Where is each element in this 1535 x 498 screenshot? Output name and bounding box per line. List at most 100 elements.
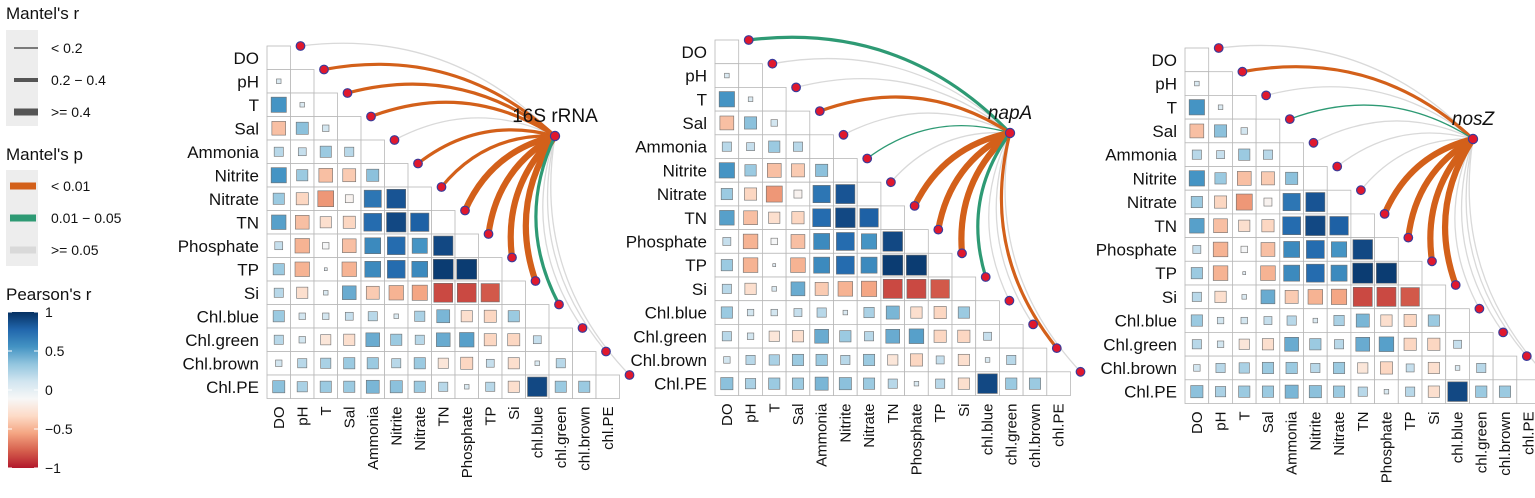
correlation-square <box>1309 338 1322 351</box>
grid-cell <box>1350 213 1376 238</box>
mantel-link <box>866 124 1011 160</box>
grid-cell <box>595 374 620 399</box>
correlation-square <box>386 188 407 209</box>
row-label: Chl.PE <box>1124 383 1177 402</box>
variable-node <box>1213 43 1224 53</box>
grid-cell <box>384 163 409 188</box>
correlation-square <box>1028 377 1041 390</box>
correlation-square <box>1213 218 1228 233</box>
mantel-link <box>795 78 1011 134</box>
correlation-square <box>1006 355 1017 365</box>
variable-node <box>1075 366 1086 377</box>
correlation-square <box>1191 339 1202 350</box>
correlation-square <box>1330 264 1348 282</box>
correlation-square <box>772 263 777 267</box>
correlation-square <box>1312 317 1318 324</box>
correlation-square <box>297 147 307 157</box>
correlation-square <box>813 256 830 274</box>
correlation-square <box>411 237 428 254</box>
correlation-square <box>272 263 285 276</box>
correlation-square <box>414 310 426 322</box>
panel-3: DOpHTSalAmmoniaNitriteNitrateTNPhosphate… <box>1096 43 1535 483</box>
correlation-square <box>720 188 733 201</box>
grid-cell <box>1326 189 1352 215</box>
variable-node <box>319 64 329 75</box>
row-label: Chl.green <box>185 331 259 350</box>
variable-node <box>1004 295 1015 306</box>
correlation-square <box>768 377 781 390</box>
variable-node <box>909 200 920 211</box>
correlation-square <box>837 281 853 297</box>
mantel-link <box>1460 138 1504 334</box>
correlation-square <box>534 360 540 366</box>
variable-node <box>1521 351 1532 362</box>
grid-cell <box>1469 331 1494 357</box>
correlation-square <box>935 355 945 365</box>
correlation-square <box>743 210 758 225</box>
correlation-square <box>322 124 330 132</box>
correlation-square <box>1214 290 1227 303</box>
correlation-square <box>1376 262 1397 284</box>
legend-mantel-r-label-small: < 0.2 <box>51 40 83 56</box>
correlation-square <box>745 355 756 365</box>
grid-cell <box>738 63 763 88</box>
column-label: Nitrite <box>1307 412 1324 451</box>
row-label: T <box>249 96 259 115</box>
row-label: Nitrite <box>663 161 707 180</box>
correlation-square <box>815 353 828 366</box>
correlation-square <box>1238 362 1250 374</box>
variable-node <box>933 224 944 235</box>
correlation-square <box>1357 386 1368 397</box>
correlation-square <box>745 378 757 390</box>
grid-cell <box>904 229 929 254</box>
legend: Mantel's r < 0.2 0.2 − 0.4 >= 0.4 Mantel… <box>6 4 122 476</box>
correlation-square <box>271 214 287 230</box>
correlation-square <box>1286 315 1297 326</box>
correlation-square <box>1190 196 1203 209</box>
correlation-square <box>485 358 495 368</box>
correlation-square <box>1237 171 1252 186</box>
row-label: Phosphate <box>178 237 259 256</box>
correlation-square <box>1261 219 1275 233</box>
row-label: TP <box>685 256 707 275</box>
mantel-link <box>1381 135 1477 217</box>
grid-cell <box>525 304 550 329</box>
column-label: chl.PE <box>1051 404 1068 447</box>
correlation-square <box>507 333 521 347</box>
correlation-square <box>390 333 403 346</box>
column-label: DO <box>719 404 736 427</box>
column-label: Phosphate <box>908 404 925 476</box>
column-label: Sal <box>341 407 358 429</box>
correlation-square <box>1283 241 1300 258</box>
row-label: Phosphate <box>626 232 707 251</box>
correlation-square <box>322 242 330 250</box>
correlation-square <box>1306 240 1325 259</box>
grid-cell <box>337 116 362 141</box>
correlation-square <box>723 356 731 364</box>
correlation-square <box>343 380 356 393</box>
legend-mantel-r: Mantel's r < 0.2 0.2 − 0.4 >= 0.4 <box>6 4 106 126</box>
correlation-square <box>1305 215 1326 236</box>
correlation-square <box>319 145 332 158</box>
correlation-square <box>1453 339 1462 349</box>
column-label: pH <box>294 407 311 426</box>
correlation-square <box>1284 290 1299 304</box>
correlation-square <box>913 381 920 387</box>
mantel-link <box>1312 120 1474 144</box>
grid-cell <box>1232 95 1257 120</box>
mantel-link <box>1240 65 1475 141</box>
correlation-square <box>342 215 356 229</box>
row-label: DO <box>1152 51 1178 70</box>
legend-pearson-r-tick-neg0.5: −0.5 <box>45 421 73 437</box>
column-label: TP <box>482 407 499 426</box>
row-label: T <box>697 90 707 109</box>
row-label: Nitrite <box>215 166 259 185</box>
legend-pearson-r-colorbar <box>8 312 38 468</box>
correlation-square <box>320 357 332 369</box>
row-label: Chl.blue <box>645 304 707 323</box>
correlation-square <box>793 308 803 317</box>
grid-cell <box>714 39 740 65</box>
legend-pearson-r-ticks <box>8 311 38 469</box>
correlation-square <box>387 236 406 255</box>
correlation-square <box>816 307 827 318</box>
